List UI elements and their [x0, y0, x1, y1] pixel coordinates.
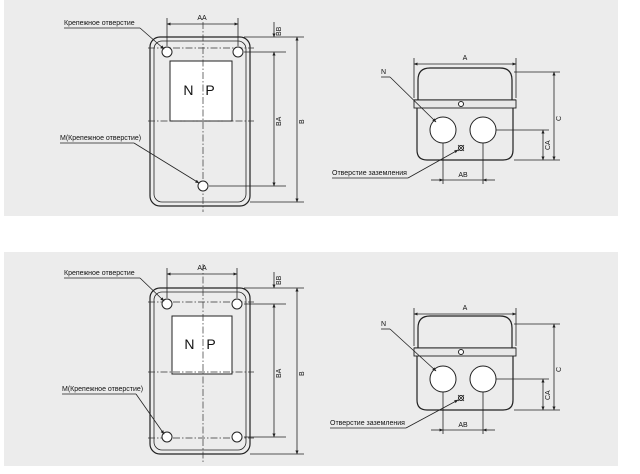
mount-hole-top-left [161, 298, 173, 310]
mount-hole-label: Крепежное отверстие [64, 20, 135, 27]
enclosure-inner-outline [153, 291, 247, 451]
side-body-outline [416, 356, 514, 411]
mount-hole-bottom-left [161, 431, 173, 443]
conduit-hole-right [469, 365, 497, 393]
m-mount-hole-leader [133, 142, 200, 184]
conduit-hole-left [429, 365, 457, 393]
mount-hole-top-right [231, 298, 243, 310]
dim-c-label: C [556, 116, 563, 121]
m-mount-hole-label: M(Крепежное отверстие) [62, 386, 143, 393]
dim-aa-label: AA [197, 265, 207, 272]
ground-screw-slash-b [457, 394, 465, 402]
n-leader [389, 76, 437, 123]
dim-ab-label: AB [458, 422, 468, 429]
nameplate-label: N P [184, 336, 219, 352]
side-band [413, 347, 517, 357]
side-band [413, 99, 517, 109]
dim-b-label: B [299, 371, 306, 376]
side-view: A C CA AB N Отверстие заземления [330, 305, 563, 434]
enclosure-outline [149, 36, 251, 207]
diagram-panel-top: N P AA BB BA B Крепежное отверстие M(Кре… [4, 0, 618, 216]
m-mount-hole-leader [135, 393, 165, 435]
side-body-outline [416, 108, 514, 161]
nameplate-label: N P [183, 82, 218, 98]
front-view: N P AA BB BA B Крепежное отверстие M(Кре… [62, 264, 306, 462]
dim-ba-label: BA [276, 116, 283, 126]
mount-hole-label: Крепежное отверстие [64, 270, 135, 277]
mount-hole-bottom [197, 180, 209, 192]
side-view: A C CA AB N Отверстие заземления [332, 55, 563, 184]
mount-hole-bottom-right [231, 431, 243, 443]
mount-hole-leader [139, 27, 165, 50]
n-label: N [381, 69, 386, 76]
ground-screw-slash-b [457, 144, 465, 152]
mount-hole-top-left [161, 46, 173, 58]
ground-hole-leader [407, 149, 459, 179]
dim-bb-label: BB [276, 26, 283, 36]
dim-ca-label: CA [545, 140, 552, 150]
diagram-panel-bottom: N P AA BB BA B Крепежное отверстие M(Кре… [4, 252, 618, 466]
conduit-hole-left [429, 116, 457, 144]
m-mount-hole-label: M(Крепежное отверстие) [60, 135, 141, 142]
dim-a-label: A [463, 55, 468, 62]
diagram-top-svg: N P AA BB BA B Крепежное отверстие M(Кре… [60, 15, 563, 212]
ground-hole-label: Отверстие заземления [330, 420, 405, 427]
dim-c-label: C [556, 367, 563, 372]
dim-ca-label: CA [545, 390, 552, 400]
n-label: N [381, 321, 386, 328]
dim-bb-label: BB [276, 275, 283, 285]
dim-ab-label: AB [458, 172, 468, 179]
dim-a-label: A [463, 305, 468, 312]
mount-hole-leader [139, 277, 165, 302]
enclosure-outline [149, 287, 251, 455]
front-view: N P AA BB BA B Крепежное отверстие M(Кре… [60, 15, 306, 212]
side-lid-outline [417, 67, 513, 100]
lid-screw [458, 101, 464, 107]
ground-hole-leader [405, 399, 459, 429]
nameplate-box [171, 315, 233, 375]
enclosure-inner-outline [153, 40, 247, 203]
dim-b-label: B [299, 119, 306, 124]
dim-ba-label: BA [276, 368, 283, 378]
ground-hole-label: Отверстие заземления [332, 170, 407, 177]
side-lid-outline [417, 315, 513, 348]
nameplate-box [169, 60, 233, 122]
conduit-hole-right [469, 116, 497, 144]
mount-hole-top-right [232, 46, 244, 58]
diagram-bottom-svg: N P AA BB BA B Крепежное отверстие M(Кре… [62, 264, 563, 462]
dim-aa-label: AA [197, 15, 207, 22]
lid-screw [458, 349, 464, 355]
n-leader [389, 328, 437, 372]
